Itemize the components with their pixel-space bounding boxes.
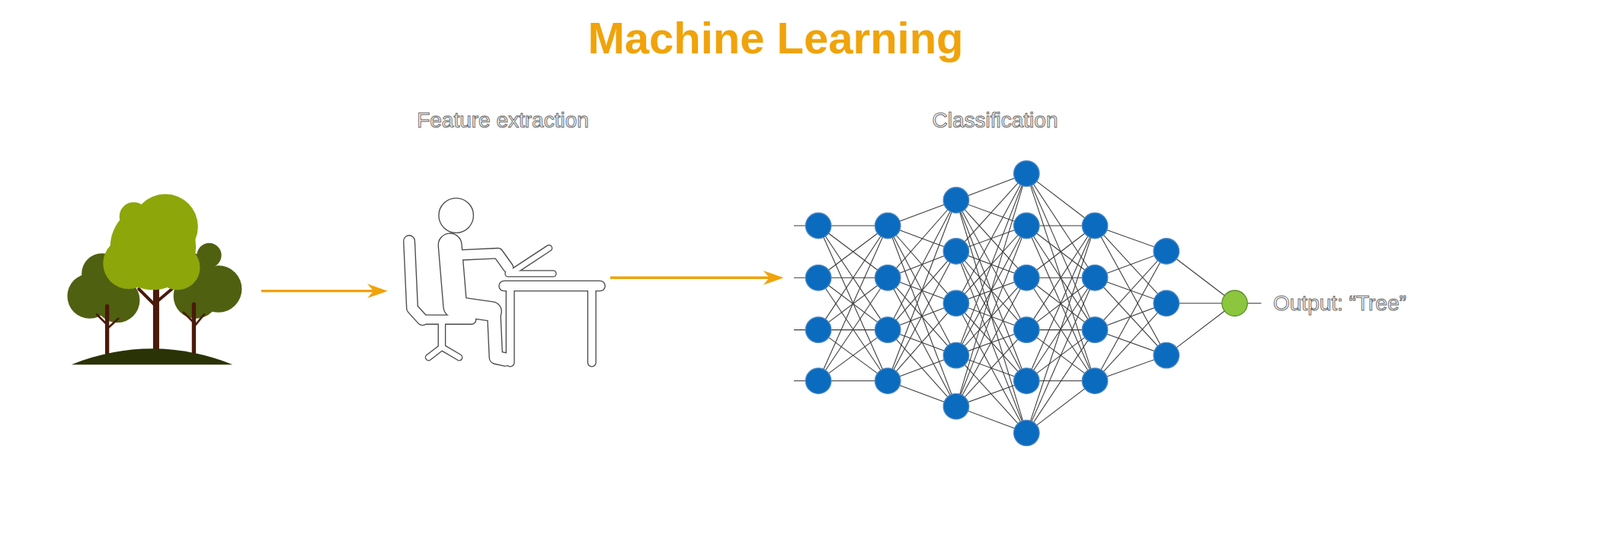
neuron [943,187,969,213]
person-at-desk-icon [409,198,600,363]
neuron [874,212,900,238]
network-connection [818,225,888,381]
network-connection [956,329,1027,407]
network-connection [1026,225,1095,381]
neuron [1014,265,1040,291]
flow-arrow [261,283,388,298]
neuron [874,265,900,291]
network-connection [1026,225,1095,381]
neuron [1014,212,1040,238]
network-connection [1094,303,1167,381]
neuron [1153,342,1179,368]
neuron [1081,265,1108,291]
network-connection [1247,302,1262,304]
network-connection [956,200,1027,433]
neuron [1014,160,1040,186]
neuron [805,316,831,343]
network-connection [956,355,1027,433]
network-connection [956,173,1027,407]
stage-heading: Classification [932,108,1059,133]
neuron [805,265,831,291]
network-connection [1026,277,1095,433]
diagram-title: Machine Learning [587,12,964,64]
flow-arrow [610,270,784,285]
neuron [943,393,969,419]
network-connection [1094,225,1167,304]
neuron [1081,316,1108,343]
tree-illustration [67,193,242,365]
neuron [1081,368,1108,394]
neuron [1153,238,1179,264]
output-neuron [1222,290,1248,316]
neuron [1153,290,1179,316]
neuron [874,368,900,394]
stage-heading: Feature extraction [416,108,589,133]
network-connection [887,303,957,381]
neuron [943,238,969,264]
network-connection [887,329,957,407]
neuron [874,316,900,343]
neuron [1014,316,1040,343]
network-connection [956,173,1027,252]
neuron [943,290,969,316]
neuron [805,212,831,238]
neuron [1014,368,1040,394]
network-connection [1026,173,1095,330]
network-connection [818,225,888,381]
neuron [805,368,831,394]
neuron [943,342,969,368]
network-connection [887,200,957,279]
neuron [1081,212,1108,238]
network-connection [1094,250,1167,330]
output-label: Output: “Tree” [1273,291,1407,316]
network-neurons [805,160,1248,446]
neuron [1014,419,1040,445]
network-connections [793,173,1261,433]
